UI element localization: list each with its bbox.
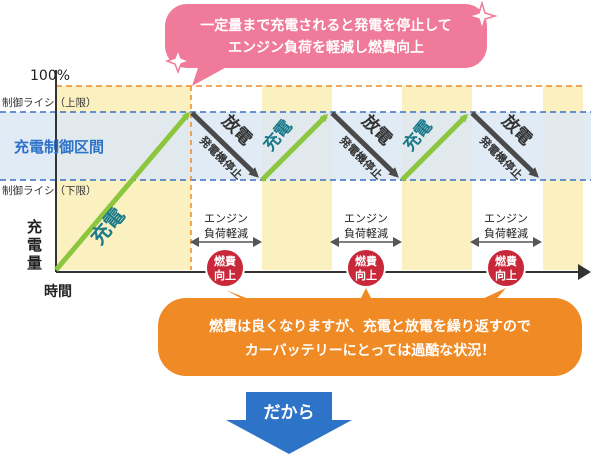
svg-text:負荷軽減: 負荷軽減 [204, 226, 248, 240]
y-axis-label-1: 充 [27, 218, 42, 236]
top-callout: 一定量まで充電されると発電を停止して エンジン負荷を軽減し燃費向上 [165, 4, 487, 86]
svg-text:燃費: 燃費 [354, 254, 377, 268]
svg-text:エンジン: エンジン [204, 212, 248, 225]
fuel-badge-3: 燃費 向上 [486, 248, 526, 288]
engine-load-group-3: エンジン 負荷軽減 [470, 212, 542, 247]
svg-text:負荷軽減: 負荷軽減 [344, 226, 388, 240]
y-axis-label-2: 電 [27, 236, 42, 254]
sparkle-star-right [466, 0, 498, 32]
sparkle-star-left [164, 47, 192, 75]
bottom-callout: 燃費は良くなりますが、充電と放電を繰り返すので カーバッテリーにとっては過酷な状… [158, 288, 582, 376]
svg-text:燃費: 燃費 [213, 254, 236, 268]
top-callout-line2: エンジン負荷を軽減し燃費向上 [228, 39, 424, 56]
max-percent-label: 100% [30, 68, 70, 84]
svg-text:向上: 向上 [214, 268, 236, 282]
engine-load-group-1: エンジン 負荷軽減 [190, 212, 262, 247]
conclusion-arrow: だから [226, 392, 352, 454]
engine-load-group-2: エンジン 負荷軽減 [330, 212, 402, 247]
svg-text:エンジン: エンジン [344, 212, 388, 225]
svg-text:向上: 向上 [355, 268, 377, 282]
y-axis-label-3: 量 [27, 254, 42, 272]
bottom-callout-line2: カーバッテリーにとっては過酷な状況！ [245, 342, 495, 359]
svg-text:負荷軽減: 負荷軽減 [484, 226, 528, 240]
upper-limit-label: 制御ライシ（上限） [2, 96, 97, 109]
bottom-callout-line1: 燃費は良くなりますが、充電と放電を繰り返すので [209, 318, 531, 335]
top-callout-line1: 一定量まで充電されると発電を停止して [200, 17, 452, 34]
x-axis-label: 時間 [44, 283, 72, 300]
charge-arrows [54, 111, 469, 272]
fuel-badge-1: 燃費 向上 [205, 248, 245, 288]
fuel-badge-2: 燃費 向上 [346, 248, 386, 288]
control-band-label: 充電制御区間 [14, 138, 104, 156]
x-axis-arrowhead [578, 264, 591, 280]
discharge-arrows [190, 111, 539, 178]
svg-text:向上: 向上 [495, 268, 517, 282]
svg-text:エンジン: エンジン [484, 212, 528, 225]
svg-text:燃費: 燃費 [494, 254, 517, 268]
conclusion-label: だから [264, 403, 315, 423]
lower-limit-label: 制御ライシ（下限） [2, 184, 97, 197]
